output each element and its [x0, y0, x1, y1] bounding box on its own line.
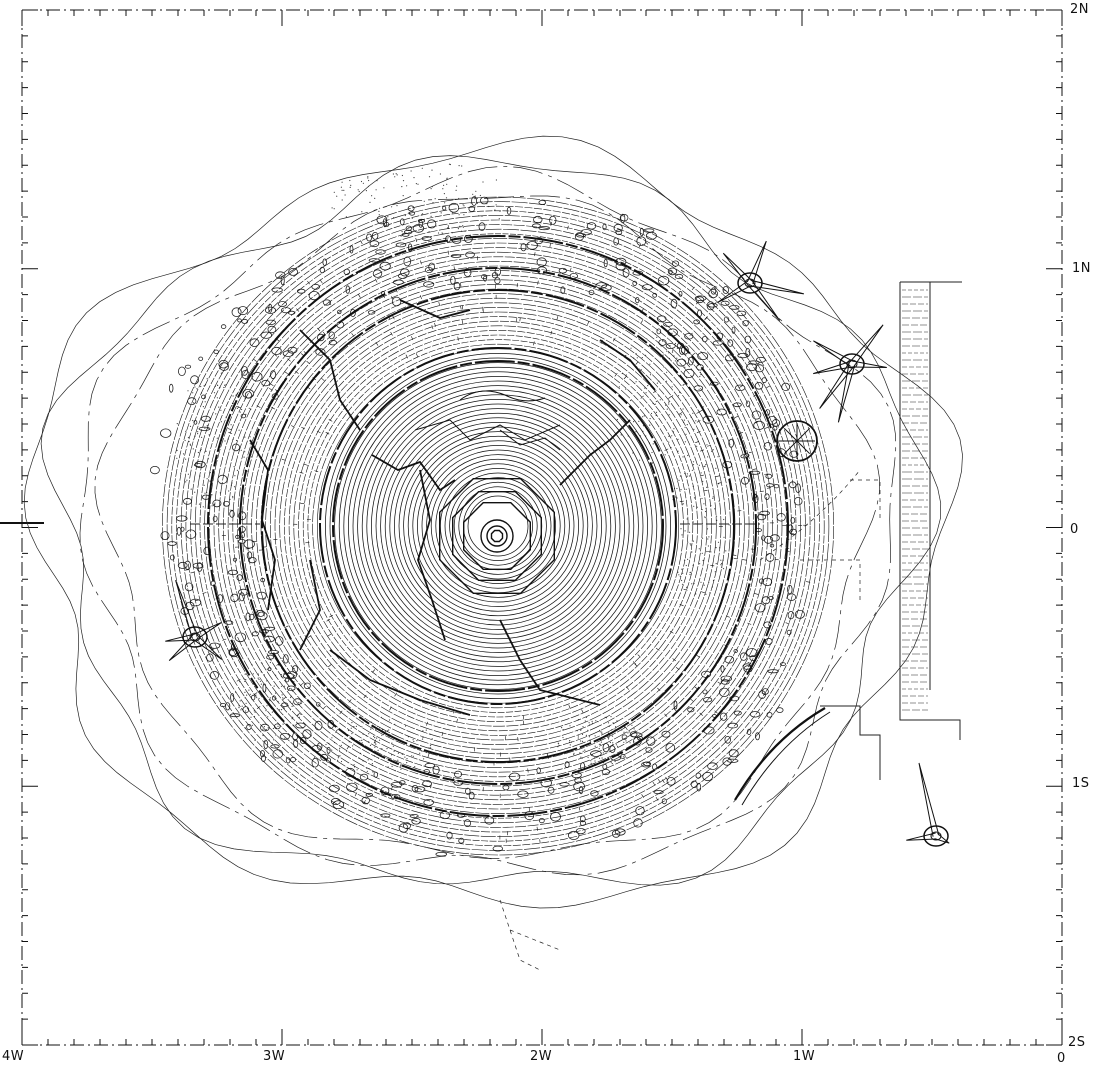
x-label-3w: 3W	[263, 1049, 286, 1064]
outlying-features	[165, 240, 950, 847]
y-label-2s: 2S	[1068, 1035, 1086, 1050]
x-label-4w: 4W	[2, 1049, 25, 1064]
terrain-contours	[23, 135, 963, 909]
x-label-0: 0	[1057, 1051, 1066, 1066]
y-label-0: 0	[1070, 522, 1079, 537]
grid-ticks	[0, 9, 1063, 1046]
east-wall	[190, 281, 962, 971]
trench-cracks	[249, 299, 656, 716]
central-shaft	[439, 478, 555, 594]
x-label-2w: 2W	[530, 1049, 553, 1064]
y-label-1n: 1N	[1072, 261, 1091, 276]
mound-rings	[162, 196, 834, 856]
x-label-1w: 1W	[793, 1049, 816, 1064]
y-label-2n: 2N	[1070, 2, 1089, 17]
y-label-1s: 1S	[1072, 776, 1090, 791]
rubble-stones	[149, 163, 805, 857]
